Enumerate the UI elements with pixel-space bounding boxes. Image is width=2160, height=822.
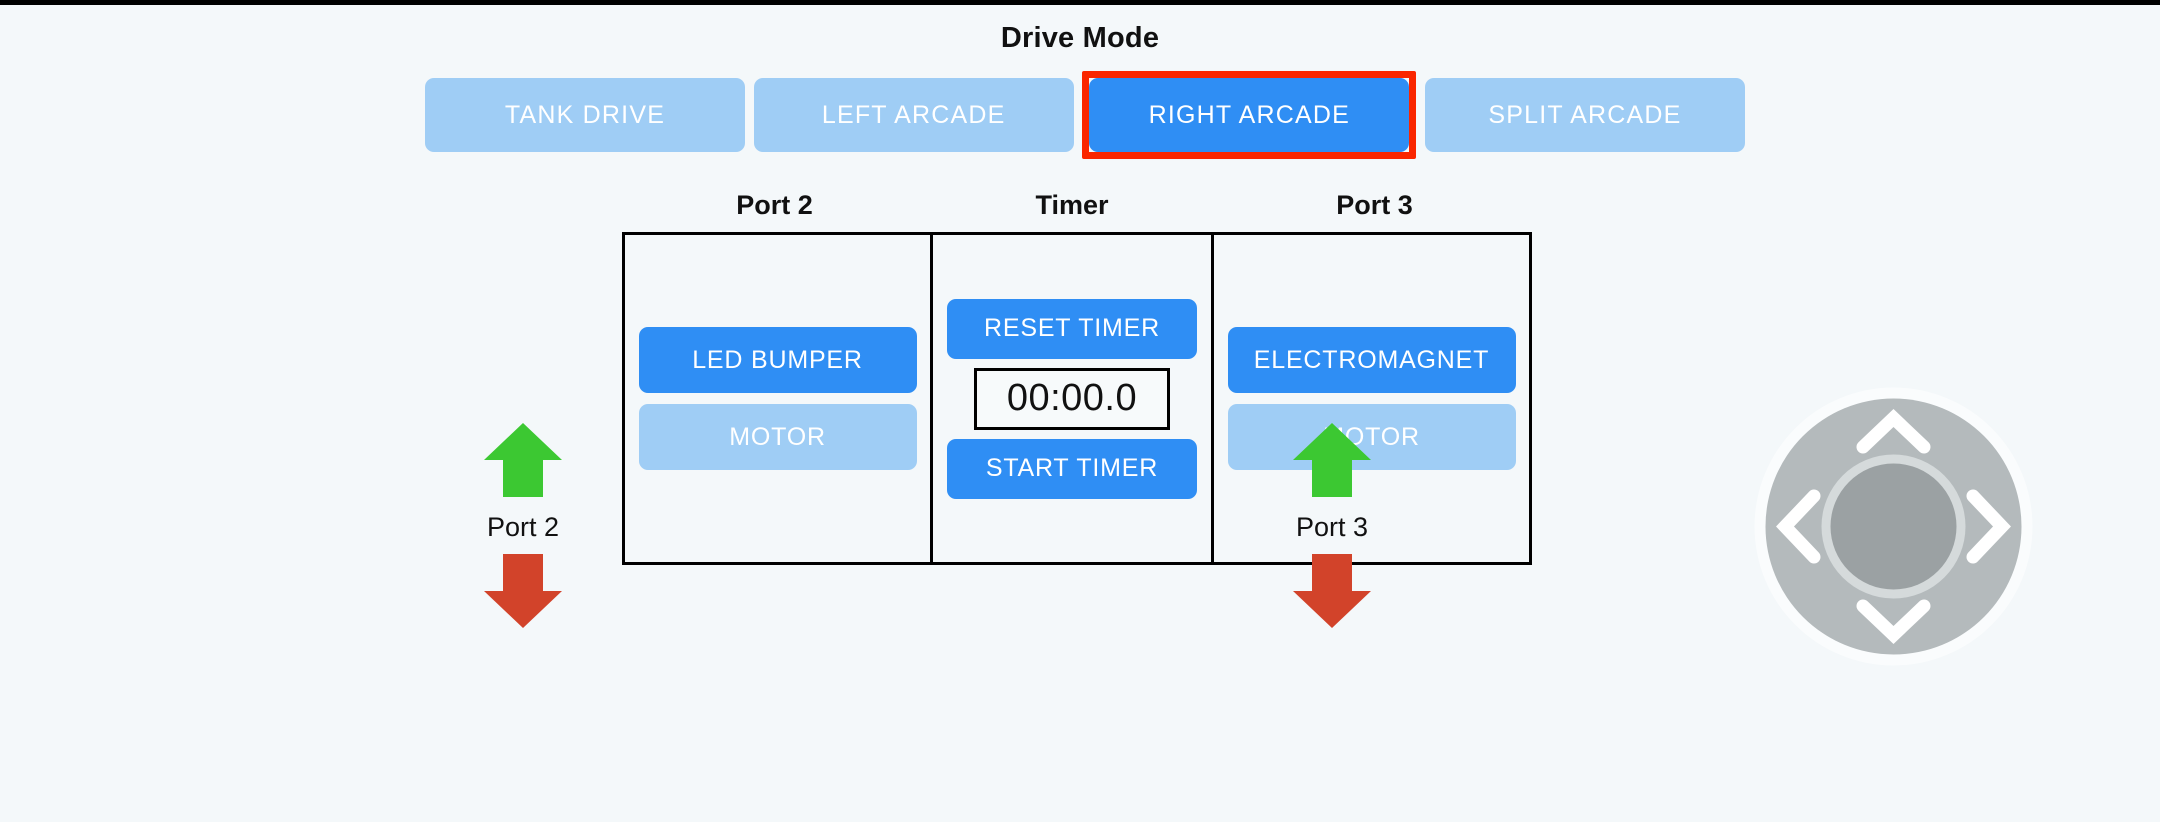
arrow-up-icon[interactable]: [1290, 420, 1374, 500]
chevron-right-icon[interactable]: [1966, 489, 2011, 564]
reset-timer-button[interactable]: RESET TIMER: [947, 298, 1197, 359]
panel-port3: ELECTROMAGNET MOTOR: [1214, 235, 1529, 562]
dpad-center-knob[interactable]: [1830, 463, 1957, 590]
mode-button-tank-drive[interactable]: TANK DRIVE: [425, 78, 745, 152]
chevron-down-icon[interactable]: [1856, 599, 1931, 644]
mode-button-right-arcade[interactable]: RIGHT ARCADE: [1089, 78, 1410, 152]
panel-title-port2: Port 2: [736, 190, 813, 220]
chevron-left-icon[interactable]: [1776, 489, 1821, 564]
mode-option-wrapper-tank-drive: TANK DRIVE: [425, 78, 745, 152]
page-title: Drive Mode: [1000, 22, 1160, 54]
mode-button-left-arcade[interactable]: LEFT ARCADE: [753, 78, 1074, 152]
chevron-up-icon[interactable]: [1856, 409, 1931, 454]
port-control-label-port2: Port 2: [486, 512, 560, 542]
mode-option-wrapper-right-arcade-selected: RIGHT ARCADE: [1082, 71, 1417, 159]
device-button-port2-motor[interactable]: MOTOR: [638, 404, 917, 470]
device-button-led-bumper[interactable]: LED BUMPER: [638, 327, 917, 393]
mode-button-split-arcade[interactable]: SPLIT ARCADE: [1424, 78, 1745, 152]
dpad-joystick[interactable]: [1752, 385, 2035, 668]
device-button-electromagnet[interactable]: ELECTROMAGNET: [1227, 327, 1516, 393]
timer-display: 00:00.0: [974, 367, 1170, 430]
panel-timer: RESET TIMER 00:00.0 START TIMER: [930, 235, 1214, 562]
top-black-bar: [0, 0, 2160, 5]
port-control-port3: Port 3: [1252, 420, 1412, 631]
arrow-up-icon[interactable]: [481, 420, 565, 500]
arrow-down-icon[interactable]: [481, 551, 565, 631]
panel-port2: LED BUMPER MOTOR: [625, 235, 930, 562]
drive-mode-selector: TANK DRIVE LEFT ARCADE RIGHT ARCADE SPLI…: [425, 71, 1745, 159]
port-control-label-port3: Port 3: [1295, 512, 1369, 542]
panel-title-row: Port 2 Timer Port 3: [622, 190, 1532, 221]
control-panels: LED BUMPER MOTOR RESET TIMER 00:00.0 STA…: [622, 232, 1532, 565]
panel-title-timer: Timer: [1035, 190, 1109, 220]
arrow-down-icon[interactable]: [1290, 551, 1374, 631]
start-timer-button[interactable]: START TIMER: [947, 438, 1197, 499]
mode-option-wrapper-left-arcade: LEFT ARCADE: [753, 78, 1074, 152]
port-control-port2: Port 2: [443, 420, 603, 631]
panel-title-port3: Port 3: [1336, 190, 1413, 220]
mode-option-wrapper-split-arcade: SPLIT ARCADE: [1424, 78, 1745, 152]
